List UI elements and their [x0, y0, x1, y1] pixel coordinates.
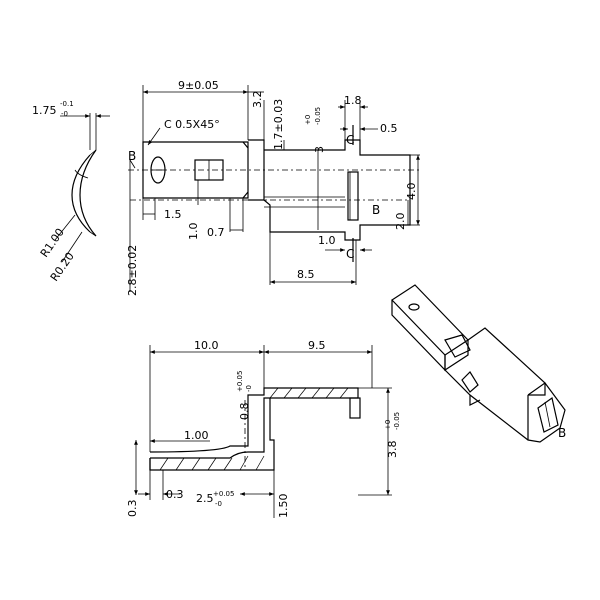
- side-view: 10.0 9.5 1.00 0.8 +0.05 -0 3.8 +0 -0.05 …: [126, 339, 401, 518]
- dim-2-5-upper-tol: +0.05: [213, 490, 234, 498]
- dim-1-8: 1.8: [344, 94, 362, 107]
- dim-2-5: 2.5: [196, 492, 214, 505]
- dim-0-7: 0.7: [207, 226, 225, 239]
- dim-2-8: 2.8±0.02: [126, 245, 139, 296]
- dim-3-8-upper-tol: +0: [384, 420, 392, 430]
- top-view: 9±0.05 3.2 1.7±0.03 3 +0 -0.05 1.8 0.5 C…: [126, 79, 420, 296]
- radius-0-20: R0.20: [48, 250, 77, 284]
- dim-1-50: 1.50: [277, 494, 290, 519]
- chamfer-note: C 0.5X45°: [164, 118, 220, 131]
- dim-3: 3: [313, 146, 326, 153]
- dim-1-0-horizontal: 1.0: [318, 234, 336, 247]
- dim-0-3-horizontal: 0.3: [166, 488, 184, 501]
- dim-1-75: 1.75: [32, 104, 57, 117]
- dim-3-upper-tol: +0: [304, 115, 312, 125]
- dim-1-5: 1.5: [164, 208, 182, 221]
- section-b-view: 1.75 -0.1 -0 R1.00 R0.20: [32, 100, 110, 284]
- dim-9: 9±0.05: [178, 79, 219, 92]
- label-b-left: B: [128, 149, 136, 163]
- dim-3-8-lower-tol: -0.05: [393, 412, 401, 430]
- dim-9-5: 9.5: [308, 339, 326, 352]
- dim-1-0-vertical: 1.0: [187, 223, 200, 241]
- dim-0-8-lower-tol: -0: [245, 385, 253, 392]
- dim-2-5-lower-tol: -0: [215, 500, 222, 508]
- dim-0-5: 0.5: [380, 122, 398, 135]
- dim-1-75-lower-tol: -0: [61, 110, 68, 118]
- dim-3-8: 3.8: [386, 441, 399, 459]
- dim-10: 10.0: [194, 339, 219, 352]
- dim-0-3-vertical: 0.3: [126, 500, 139, 518]
- label-c-bottom: C: [346, 247, 354, 261]
- dim-4-0: 4.0: [405, 183, 418, 201]
- iso-label-b: B: [558, 426, 566, 440]
- label-c-top: C: [346, 133, 354, 147]
- dim-3-2: 3.2: [251, 91, 264, 109]
- dim-0-8: 0.8: [238, 403, 251, 421]
- dim-1-00: 1.00: [184, 429, 209, 442]
- dim-3-lower-tol: -0.05: [314, 107, 322, 125]
- dim-0-8-upper-tol: +0.05: [236, 371, 244, 392]
- dim-1-75-upper-tol: -0.1: [60, 100, 74, 108]
- dim-2-0: 2.0: [394, 213, 407, 231]
- label-b-right: B: [372, 203, 380, 217]
- dim-8-5: 8.5: [297, 268, 315, 281]
- dim-1-7: 1.7±0.03: [272, 99, 285, 150]
- isometric-view: B: [391, 284, 566, 443]
